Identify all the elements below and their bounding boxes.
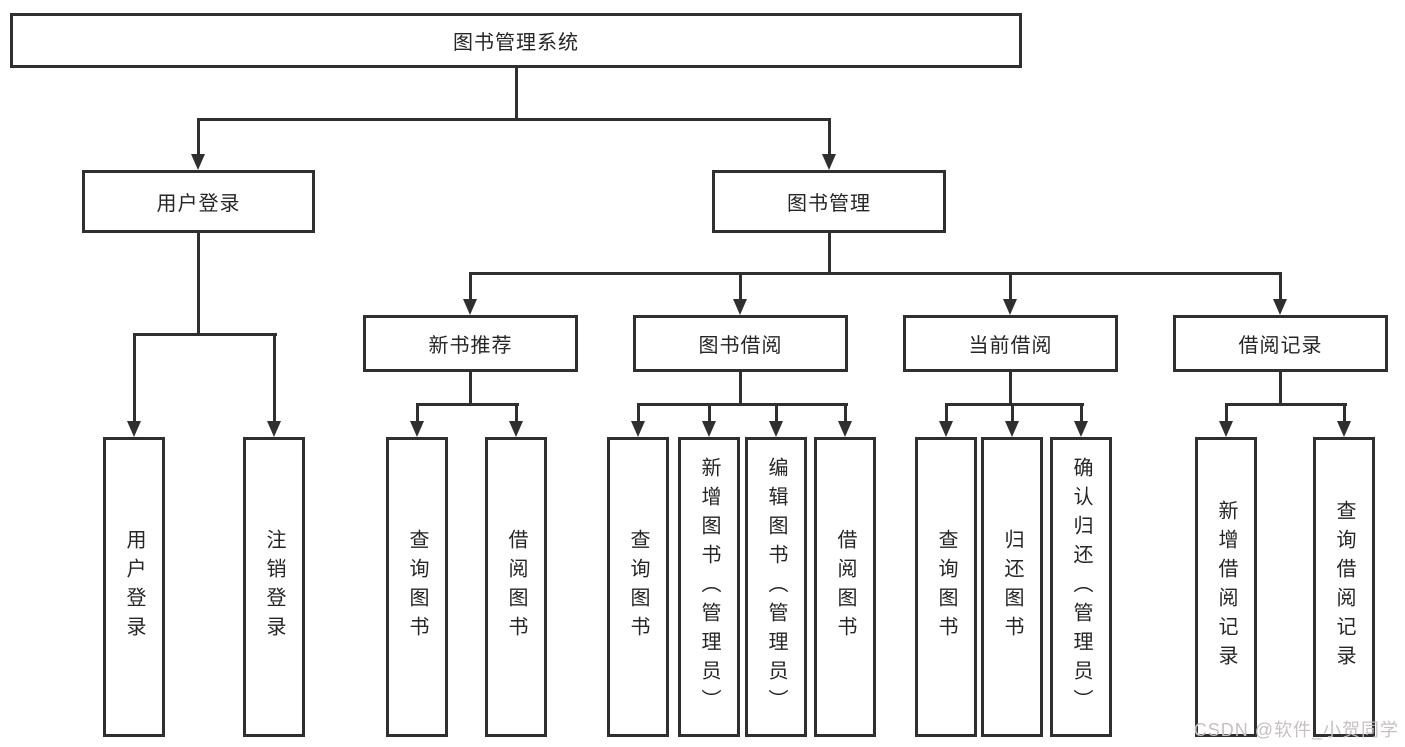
arrow-down-icon <box>463 299 477 315</box>
arrow-down-icon <box>939 421 953 437</box>
arrow-down-icon <box>1219 421 1233 437</box>
arrow-down-icon <box>733 299 747 315</box>
connector-line <box>1009 272 1012 300</box>
arrow-down-icon <box>509 421 523 437</box>
connector-line <box>133 333 277 336</box>
leaf-query-book-recommend: 查询图书 <box>386 437 448 737</box>
leaf-add-book-admin: 新增图书（管理员） <box>678 437 740 737</box>
leaf-label: 新增借阅记录 <box>1215 500 1237 674</box>
connector-line <box>739 372 742 403</box>
node-new-book-recommend: 新书推荐 <box>363 315 578 372</box>
connector-line <box>1279 372 1282 403</box>
leaf-borrow-book: 借阅图书 <box>814 437 876 737</box>
connector-line <box>416 403 519 406</box>
connector-line <box>775 403 778 422</box>
arrow-down-icon <box>822 154 836 170</box>
node-label: 借阅记录 <box>1238 335 1323 357</box>
arrow-down-icon <box>1074 421 1088 437</box>
arrow-down-icon <box>631 421 645 437</box>
leaf-label: 借阅图书 <box>834 529 856 645</box>
leaf-label: 注销登录 <box>263 529 285 645</box>
connector-line <box>197 118 200 155</box>
connector-line <box>1011 403 1014 422</box>
leaf-return-book: 归还图书 <box>981 437 1043 737</box>
connector-line <box>1225 403 1228 422</box>
connector-line <box>416 403 419 422</box>
connector-line <box>469 272 1282 275</box>
connector-line <box>828 233 831 275</box>
connector-line <box>1225 403 1347 406</box>
leaf-query-book-borrow: 查询图书 <box>607 437 669 737</box>
connector-line <box>515 403 518 422</box>
arrow-down-icon <box>267 421 281 437</box>
connector-line <box>273 333 276 421</box>
connector-line <box>828 118 831 155</box>
connector-line <box>197 118 831 121</box>
node-borrow-records: 借阅记录 <box>1173 315 1388 372</box>
node-book-management: 图书管理 <box>712 170 946 233</box>
arrow-down-icon <box>191 154 205 170</box>
connector-line <box>469 372 472 403</box>
leaf-label: 查询图书 <box>406 529 428 645</box>
connector-line <box>637 403 640 422</box>
connector-line <box>133 333 136 421</box>
node-current-borrow: 当前借阅 <box>903 315 1118 372</box>
connector-line <box>469 272 472 300</box>
leaf-logout: 注销登录 <box>243 437 305 737</box>
leaf-label: 新增图书（管理员） <box>698 456 720 718</box>
leaf-label: 归还图书 <box>1001 529 1023 645</box>
connector-line <box>1279 272 1282 300</box>
connector-line <box>945 403 1084 406</box>
connector-line <box>945 403 948 422</box>
node-label: 新书推荐 <box>428 335 513 357</box>
leaf-add-borrow-record: 新增借阅记录 <box>1195 437 1257 737</box>
connector-line <box>197 233 200 336</box>
arrow-down-icon <box>1005 421 1019 437</box>
arrow-down-icon <box>410 421 424 437</box>
arrow-down-icon <box>702 421 716 437</box>
node-library-management-system: 图书管理系统 <box>10 13 1022 68</box>
leaf-edit-book-admin: 编辑图书（管理员） <box>745 437 807 737</box>
connector-line <box>708 403 711 422</box>
arrow-down-icon <box>127 421 141 437</box>
arrow-down-icon <box>769 421 783 437</box>
node-user-login: 用户登录 <box>82 170 315 233</box>
watermark: CSDN @软件_小贺同学 <box>1193 720 1399 740</box>
arrow-down-icon <box>1273 299 1287 315</box>
arrow-down-icon <box>1003 299 1017 315</box>
node-label: 图书管理 <box>787 193 871 215</box>
node-label: 图书管理系统 <box>453 32 579 54</box>
leaf-label: 查询借阅记录 <box>1333 500 1355 674</box>
leaf-label: 编辑图书（管理员） <box>765 456 787 718</box>
connector-line <box>637 403 848 406</box>
leaf-borrow-book-recommend: 借阅图书 <box>485 437 547 737</box>
node-book-borrow: 图书借阅 <box>633 315 848 372</box>
connector-line <box>1009 372 1012 403</box>
leaf-confirm-return-admin: 确认归还（管理员） <box>1050 437 1112 737</box>
arrow-down-icon <box>1337 421 1351 437</box>
leaf-label: 借阅图书 <box>505 529 527 645</box>
leaf-label: 用户登录 <box>123 529 145 645</box>
connector-line <box>1343 403 1346 422</box>
leaf-user-login: 用户登录 <box>103 437 165 737</box>
connector-line <box>844 403 847 422</box>
leaf-query-book-current: 查询图书 <box>915 437 977 737</box>
node-label: 图书借阅 <box>698 335 783 357</box>
leaf-query-borrow-record: 查询借阅记录 <box>1313 437 1375 737</box>
leaf-label: 查询图书 <box>627 529 649 645</box>
connector-line <box>1080 403 1083 422</box>
connector-line <box>515 68 518 121</box>
node-label: 当前借阅 <box>968 335 1053 357</box>
leaf-label: 查询图书 <box>935 529 957 645</box>
node-label: 用户登录 <box>156 193 241 215</box>
leaf-label: 确认归还（管理员） <box>1070 456 1092 718</box>
arrow-down-icon <box>838 421 852 437</box>
connector-line <box>739 272 742 300</box>
